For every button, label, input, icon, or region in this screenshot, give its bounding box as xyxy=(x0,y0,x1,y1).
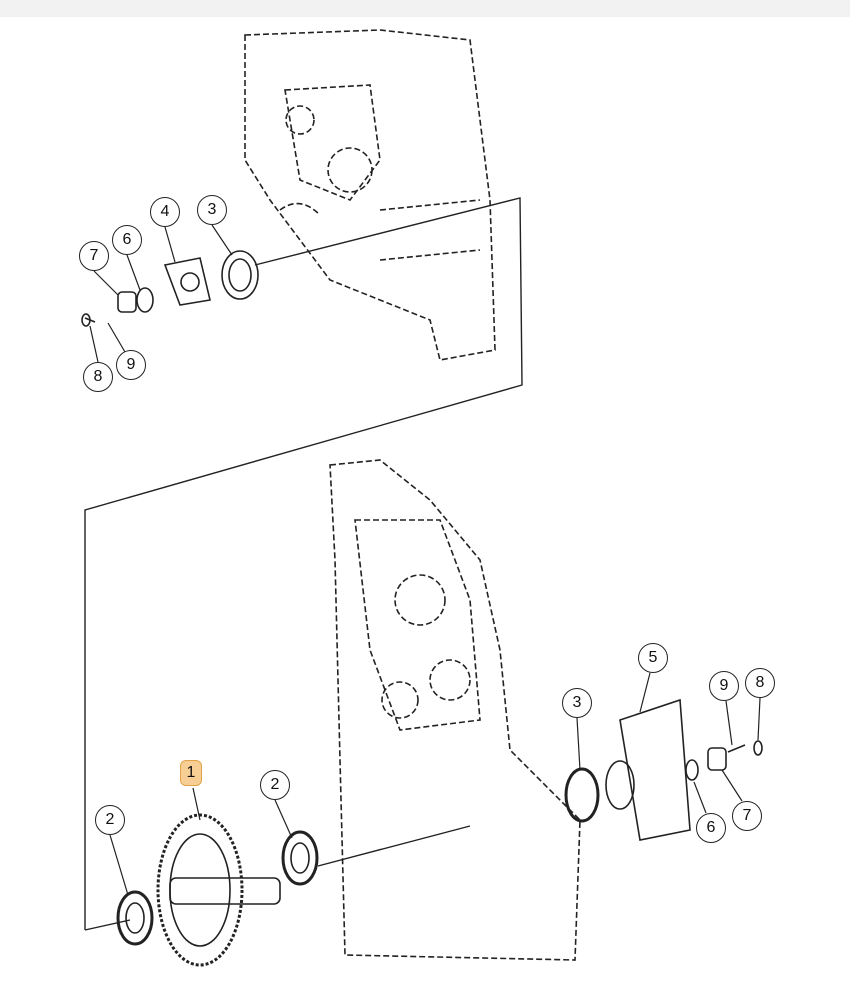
lower-housing xyxy=(329,459,581,961)
callout-9-lower[interactable]: 9 xyxy=(709,671,739,701)
callout-2-left-bearing[interactable]: 2 xyxy=(95,805,125,835)
callout-6-lower[interactable]: 6 xyxy=(696,813,726,843)
callout-4-upper[interactable]: 4 xyxy=(150,197,180,227)
callout-6-upper[interactable]: 6 xyxy=(112,225,142,255)
lower-shaft-line xyxy=(317,825,471,867)
upper-parts xyxy=(81,250,259,327)
callout-5[interactable]: 5 xyxy=(638,643,668,673)
right-parts xyxy=(564,698,763,841)
callout-8-lower[interactable]: 8 xyxy=(745,668,775,698)
callout-1-highlighted[interactable]: 1 xyxy=(180,760,202,786)
lower-bracket-line xyxy=(84,919,131,931)
callout-3-upper[interactable]: 3 xyxy=(197,195,227,225)
upper-housing xyxy=(244,29,496,361)
upper-bracket-line xyxy=(84,197,523,930)
leader-lines xyxy=(89,224,761,896)
callout-2-right-bearing[interactable]: 2 xyxy=(260,770,290,800)
callout-9-upper[interactable]: 9 xyxy=(116,350,146,380)
callout-8-upper[interactable]: 8 xyxy=(83,362,113,392)
top-toolbar-strip xyxy=(0,0,850,17)
callout-7-upper[interactable]: 7 xyxy=(79,241,109,271)
callout-7-lower[interactable]: 7 xyxy=(732,801,762,831)
gear-assembly xyxy=(116,813,319,967)
callout-3-lower[interactable]: 3 xyxy=(562,688,592,718)
